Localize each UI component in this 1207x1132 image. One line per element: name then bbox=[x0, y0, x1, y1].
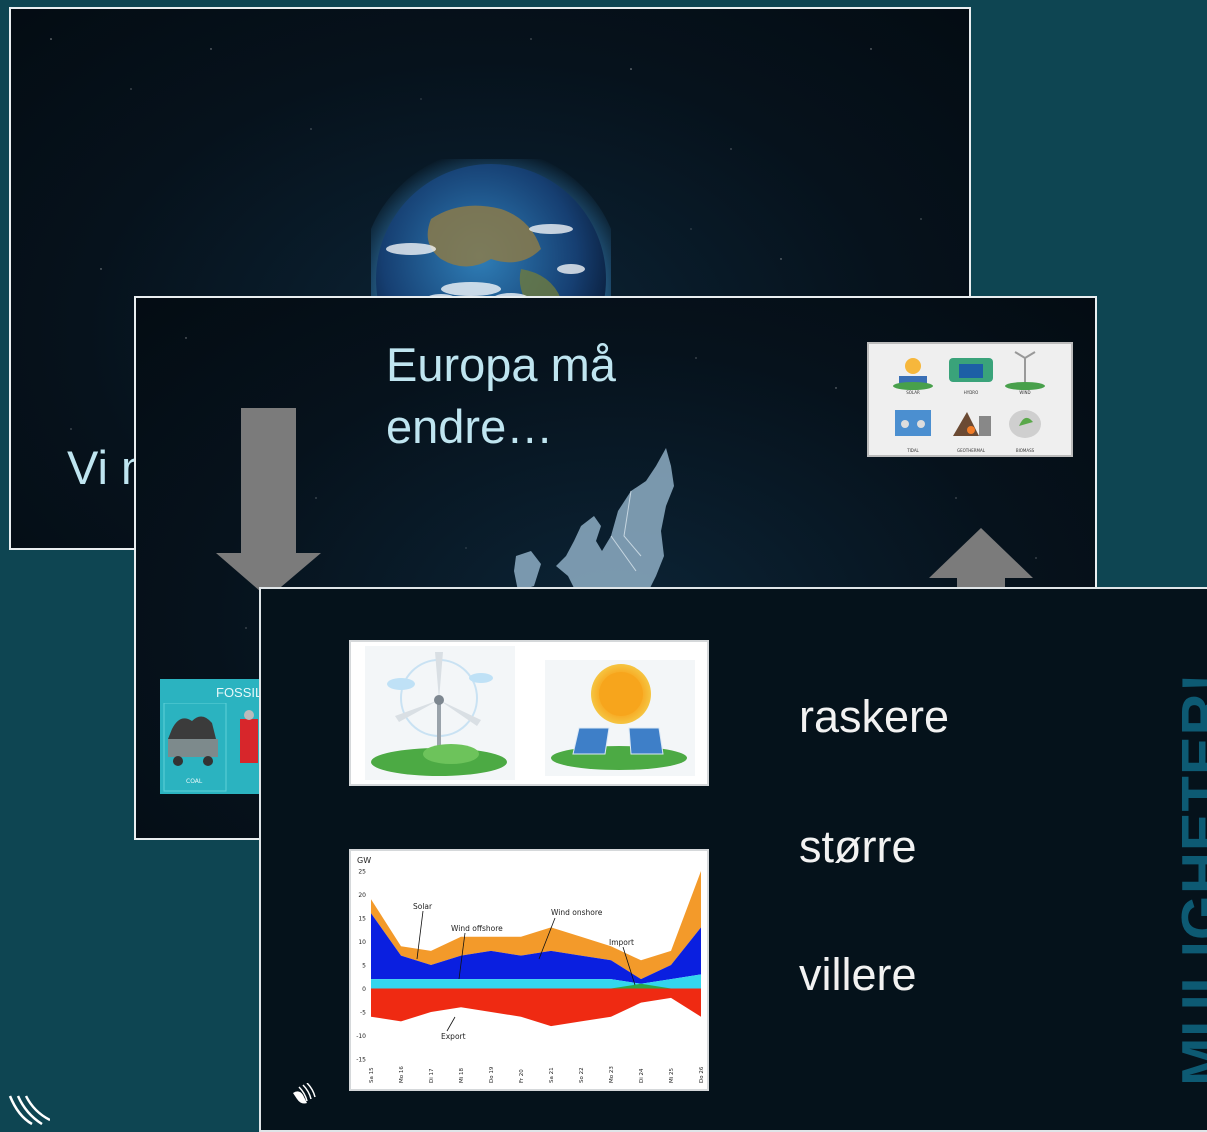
chart-svg: GW 25 20 15 10 5 0 -5 -10 -15 Sa 15 Mo 16 Di 17 Mi … bbox=[351, 851, 707, 1089]
coal-cart-icon: COAL bbox=[160, 703, 270, 793]
x-tick-label: Mi 25 bbox=[669, 1067, 675, 1083]
down-arrow-icon bbox=[216, 408, 321, 598]
label-biomass: BIOMASS bbox=[1016, 448, 1035, 453]
corner-logo-icon bbox=[8, 1094, 50, 1125]
up-arrow-icon bbox=[929, 528, 1033, 588]
slide-opportunities[interactable]: GW 25 20 15 10 5 0 -5 -10 -15 Sa 15 Mo 16 Di 17 Mi … bbox=[259, 587, 1207, 1132]
vertical-title-box: MULIGHETER! bbox=[1053, 669, 1207, 1089]
renewables-icons: SOLAR HYDRO WIND TIDAL GEOTHERMAL BIOMAS… bbox=[869, 344, 1071, 455]
x-tick-label: Fr 20 bbox=[519, 1069, 525, 1083]
annotation-wind-onshore: Wind onshore bbox=[551, 908, 603, 917]
x-tick-label: Sa 21 bbox=[549, 1067, 555, 1083]
x-tick-label: Mi 18 bbox=[459, 1067, 465, 1083]
wind-turbine-icon bbox=[351, 642, 707, 784]
y-tick-label: -10 bbox=[356, 1033, 366, 1040]
y-tick-label: 5 bbox=[362, 963, 366, 970]
annotation-solar: Solar bbox=[413, 902, 433, 911]
x-tick-label: Di 24 bbox=[639, 1068, 645, 1083]
renewables-image: SOLAR HYDRO WIND TIDAL GEOTHERMAL BIOMAS… bbox=[867, 342, 1073, 457]
coal-label: COAL bbox=[186, 778, 203, 785]
series-group bbox=[371, 871, 701, 1026]
x-tick-label: Do 26 bbox=[699, 1066, 705, 1083]
x-tick-label: Di 17 bbox=[429, 1068, 435, 1083]
word-storre: større bbox=[799, 821, 917, 873]
x-tick-label: Mo 16 bbox=[399, 1066, 405, 1083]
label-geothermal: GEOTHERMAL bbox=[957, 448, 986, 453]
y-tick-label: -15 bbox=[356, 1057, 366, 1064]
earth-globe bbox=[371, 159, 611, 309]
y-tick-label: -5 bbox=[360, 1010, 366, 1017]
slide2-title-line1: Europa må bbox=[386, 334, 616, 395]
x-tick-label: Sa 15 bbox=[369, 1067, 375, 1083]
label-wind: WIND bbox=[1019, 390, 1030, 395]
europe-map bbox=[506, 446, 686, 596]
x-tick-label: So 22 bbox=[579, 1067, 585, 1083]
x-tick-label: Do 19 bbox=[489, 1066, 495, 1083]
y-tick-label: 10 bbox=[358, 939, 366, 946]
y-tick-label: 25 bbox=[358, 869, 366, 876]
vertical-title: MULIGHETER! bbox=[1170, 672, 1207, 1086]
label-tidal: TIDAL bbox=[906, 448, 919, 453]
fossil-image: FOSSIL COAL bbox=[160, 679, 270, 794]
logo-icon bbox=[289, 1083, 319, 1109]
x-tick-label: Mo 23 bbox=[609, 1066, 615, 1083]
wind-solar-image bbox=[349, 640, 709, 786]
label-hydro: HYDRO bbox=[964, 390, 978, 395]
annotation-export: Export bbox=[441, 1032, 466, 1041]
sun-icon bbox=[591, 664, 651, 724]
y-tick-label: 15 bbox=[358, 916, 366, 923]
y-tick-label: 0 bbox=[362, 986, 366, 993]
series-export-area bbox=[371, 989, 701, 1027]
label-solar: SOLAR bbox=[906, 390, 920, 395]
y-tick-label: 20 bbox=[358, 892, 366, 899]
word-villere: villere bbox=[799, 949, 917, 1001]
y-axis-label: GW bbox=[357, 856, 371, 865]
annotation-import: Import bbox=[609, 938, 634, 947]
word-raskere: raskere bbox=[799, 691, 949, 743]
energy-chart: GW 25 20 15 10 5 0 -5 -10 -15 Sa 15 Mo 16 Di 17 Mi … bbox=[349, 849, 709, 1091]
x-ticks: Sa 15 Mo 16 Di 17 Mi 18 Do 19 Fr 20 Sa 21 So 22… bbox=[369, 1066, 705, 1083]
annotation-wind-offshore: Wind offshore bbox=[451, 924, 503, 933]
fossil-label: FOSSIL bbox=[216, 685, 262, 700]
